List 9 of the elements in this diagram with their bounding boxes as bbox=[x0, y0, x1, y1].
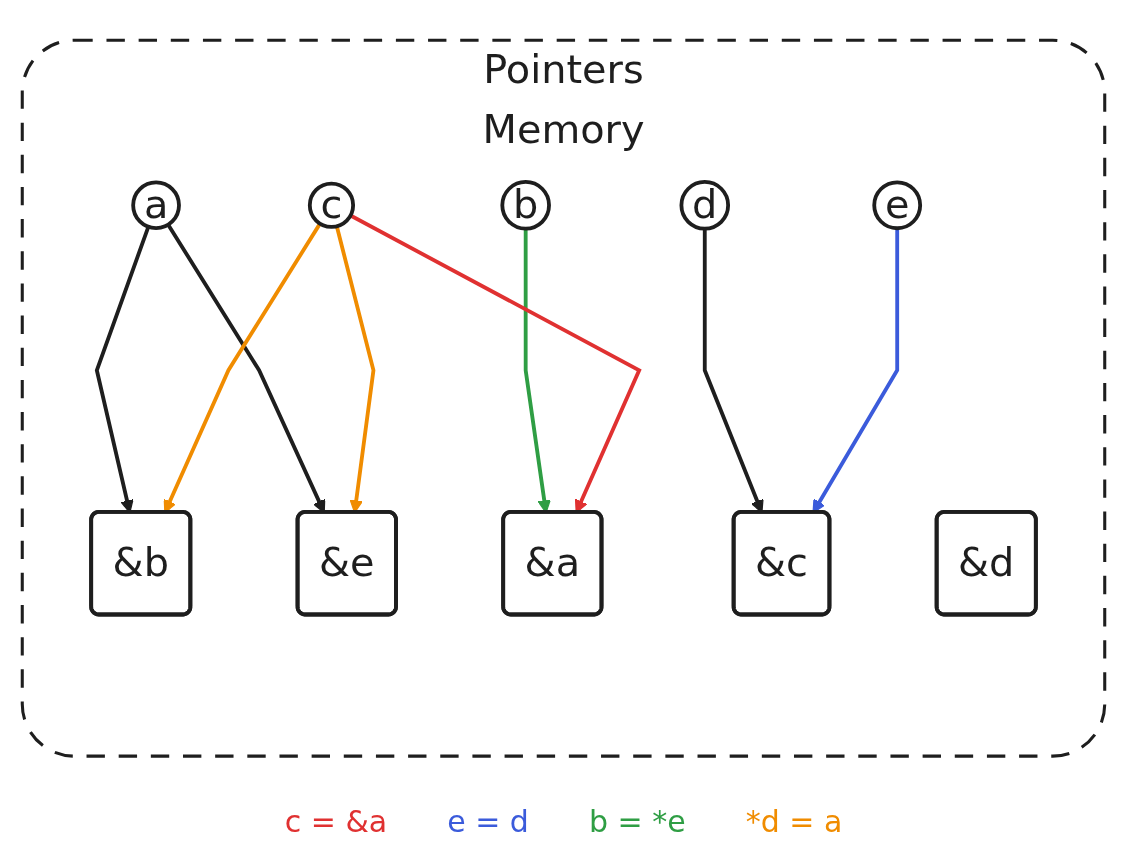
node-circle: d bbox=[679, 179, 731, 231]
node-circle: c bbox=[307, 181, 356, 229]
legend-text: *d = a bbox=[745, 804, 843, 839]
legend-text: c = &a bbox=[284, 804, 388, 839]
node-circle: a bbox=[131, 180, 181, 230]
node-circle: e bbox=[872, 180, 923, 230]
legend-text: e = d bbox=[447, 804, 529, 839]
legend-text: b = *e bbox=[588, 804, 686, 839]
node-circle: b bbox=[500, 179, 551, 231]
